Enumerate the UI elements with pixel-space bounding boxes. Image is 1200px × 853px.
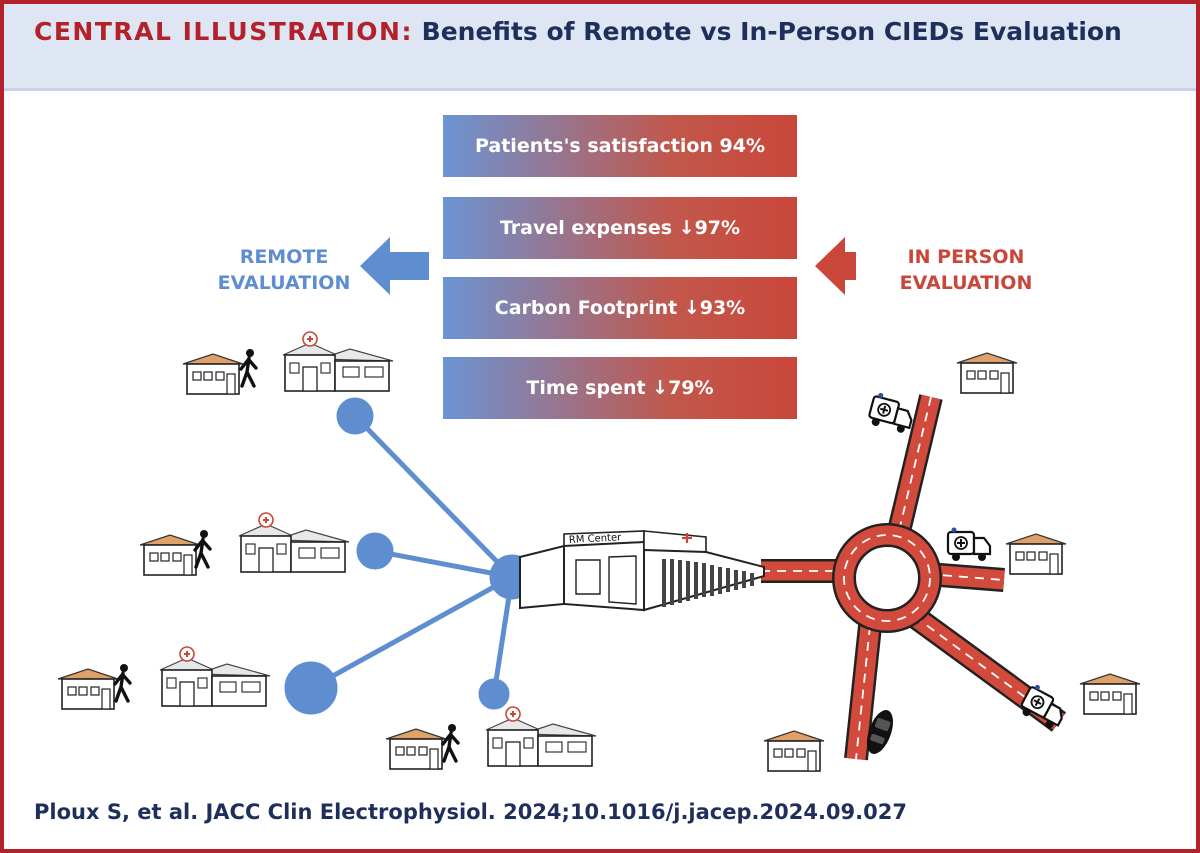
- illustration-title: Benefits of Remote vs In-Person CIEDs Ev…: [421, 17, 1122, 46]
- clinic-icon: [282, 331, 394, 392]
- house-icon: [1079, 673, 1141, 715]
- page-title: CENTRAL ILLUSTRATION: Benefits of Remote…: [34, 16, 1164, 47]
- remote-arrow-icon: [360, 237, 429, 295]
- metric-time-spent: Time spent ↓79%: [443, 357, 797, 419]
- clinic-icon: [485, 706, 597, 767]
- metric-carbon-footprint: Carbon Footprint ↓93%: [443, 277, 797, 339]
- remote-evaluation-label: REMOTE EVALUATION: [194, 244, 374, 296]
- roundabout-road-icon: [832, 523, 942, 633]
- network-node: [356, 532, 394, 570]
- remote-network: [284, 397, 535, 715]
- rm-center-sign: RM Center: [569, 532, 623, 546]
- house-icon: [385, 728, 447, 770]
- citation: Ploux S, et al. JACC Clin Electrophysiol…: [34, 800, 907, 824]
- house-icon: [956, 352, 1018, 394]
- metric-travel-expenses: Travel expenses ↓97%: [443, 197, 797, 259]
- header-divider: [4, 88, 1196, 91]
- ambulance-icon: [865, 390, 918, 436]
- metric-patient-satisfaction: Patients's satisfaction 94%: [443, 115, 797, 177]
- in-person-evaluation-label: IN PERSON EVALUATION: [866, 244, 1066, 296]
- walking-person-icon: [239, 347, 258, 388]
- walking-person-icon: [441, 722, 460, 763]
- illustration-canvas: RM Center: [57, 237, 1141, 772]
- house-icon: [139, 534, 201, 576]
- house-icon: [763, 730, 825, 772]
- clinic-icon: [238, 512, 350, 573]
- header: CENTRAL ILLUSTRATION: Benefits of Remote…: [4, 4, 1196, 88]
- network-node: [336, 397, 374, 435]
- car-icon: [867, 710, 893, 754]
- house-icon: [182, 353, 244, 395]
- house-icon: [1005, 533, 1067, 575]
- network-node: [284, 661, 338, 715]
- clinic-icon: [159, 646, 271, 707]
- illustration-label: CENTRAL ILLUSTRATION:: [34, 17, 413, 46]
- inperson-label-line1: IN PERSON: [907, 246, 1025, 268]
- inperson-label-line2: EVALUATION: [899, 272, 1033, 294]
- rm-center-building-icon: RM Center: [519, 530, 765, 612]
- remote-label-line2: EVALUATION: [217, 272, 351, 294]
- house-icon: [57, 668, 119, 710]
- ambulance-icon: [946, 526, 992, 563]
- network-node: [478, 678, 510, 710]
- road-network: [761, 394, 1067, 761]
- walking-person-icon: [193, 528, 212, 569]
- remote-label-line1: REMOTE: [239, 246, 329, 268]
- inperson-arrow-icon: [815, 237, 856, 295]
- walking-person-icon: [113, 662, 132, 703]
